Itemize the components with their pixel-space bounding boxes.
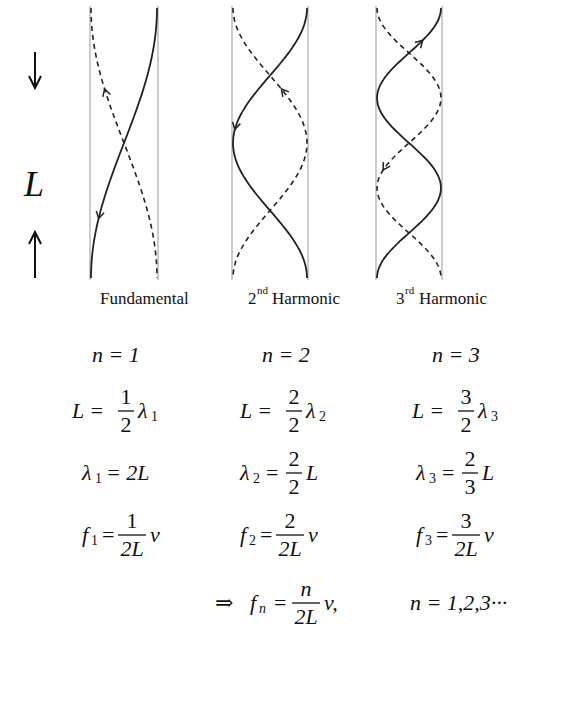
equation-term: λ — [478, 400, 488, 422]
subscript: 2 — [319, 410, 326, 424]
equation-term: L = — [412, 400, 444, 422]
equation-term: = — [274, 592, 286, 614]
equation-term: = — [102, 524, 114, 546]
equation-term: f — [416, 524, 422, 546]
equation-term: λ — [306, 400, 316, 422]
equation-term: v — [150, 524, 160, 546]
equation-term: = — [266, 462, 278, 484]
fraction-bar — [292, 602, 320, 603]
subscript: 3 — [425, 534, 432, 548]
fraction-bar — [118, 410, 134, 411]
subscript: 3 — [491, 410, 498, 424]
tube-wall — [158, 6, 159, 280]
fraction-denominator: 2 — [461, 414, 472, 436]
harmonic-number: n = 3 — [432, 344, 480, 366]
fraction-bar — [276, 534, 304, 535]
fraction-bar — [452, 534, 480, 535]
wave-curve — [233, 8, 307, 278]
equation-term: f — [82, 524, 88, 546]
fraction-denominator: 2 — [121, 414, 132, 436]
equation-term: = — [436, 524, 448, 546]
panel-caption: Harmonic — [419, 290, 487, 307]
ordinal-suffix: nd — [257, 285, 268, 296]
fraction-denominator: 2L — [278, 538, 301, 560]
fraction-numerator: 2 — [289, 386, 300, 408]
wave-curve — [91, 8, 157, 278]
motion-arrow — [383, 162, 390, 170]
fraction-numerator: 2 — [285, 510, 296, 532]
fraction-numerator: n — [301, 578, 312, 600]
wave-curve-dashed — [377, 8, 441, 278]
fraction-bar — [118, 534, 146, 535]
panel-caption: Fundamental — [100, 290, 189, 307]
panel-caption: 2 — [248, 290, 257, 307]
equation-term: λ — [82, 462, 92, 484]
equation-term: v, — [324, 592, 338, 614]
equation-term: = 2L — [106, 462, 150, 484]
fraction-denominator: 2L — [454, 538, 477, 560]
equation-term: v — [484, 524, 494, 546]
length-label: L — [24, 166, 44, 202]
fraction-denominator: 2 — [289, 476, 300, 498]
equation-term: λ — [138, 400, 148, 422]
motion-arrow — [281, 89, 289, 97]
equation-term: f — [250, 592, 256, 614]
motion-arrow — [415, 40, 423, 48]
equation-term: = — [442, 462, 454, 484]
arrow-head — [29, 232, 41, 244]
tube-wall — [442, 6, 443, 280]
subscript: n — [259, 602, 266, 616]
motion-arrow — [233, 122, 241, 130]
arrow-head — [29, 76, 41, 88]
equation-term: L — [306, 462, 318, 484]
fraction-denominator: 2 — [289, 414, 300, 436]
fraction-numerator: 2 — [465, 448, 476, 470]
panel-caption: Harmonic — [272, 290, 340, 307]
subscript: 1 — [151, 410, 158, 424]
implies-symbol: ⇒ — [215, 592, 233, 614]
fraction-bar — [286, 410, 302, 411]
wave-curve — [377, 8, 441, 278]
fraction-bar — [458, 410, 474, 411]
length-arrow — [34, 52, 36, 86]
fraction-denominator: 3 — [465, 476, 476, 498]
equation-term: L = — [72, 400, 104, 422]
subscript: 2 — [249, 534, 256, 548]
subscript: 2 — [253, 472, 260, 486]
fraction-numerator: 3 — [461, 386, 472, 408]
equation-term: n = 1,2,3··· — [410, 592, 507, 614]
equation-term: λ — [240, 462, 250, 484]
fraction-numerator: 2 — [289, 448, 300, 470]
equation-term: v — [308, 524, 318, 546]
harmonic-number: n = 1 — [92, 344, 140, 366]
equation-term: L = — [240, 400, 272, 422]
subscript: 1 — [91, 534, 98, 548]
equation-term: L — [482, 462, 494, 484]
subscript: 1 — [95, 472, 102, 486]
tube-wall — [376, 6, 377, 280]
fraction-bar — [286, 472, 302, 473]
fraction-numerator: 1 — [121, 386, 132, 408]
ordinal-suffix: rd — [405, 285, 414, 296]
motion-arrow — [96, 211, 104, 219]
fraction-bar — [462, 472, 478, 473]
panel-caption: 3 — [396, 290, 405, 307]
equation-term: f — [240, 524, 246, 546]
fraction-numerator: 3 — [461, 510, 472, 532]
motion-arrow — [103, 89, 111, 97]
equation-term: λ — [416, 462, 426, 484]
harmonic-number: n = 2 — [262, 344, 310, 366]
equation-term: = — [260, 524, 272, 546]
wave-curve-dashed — [91, 8, 157, 278]
wave-curve-dashed — [233, 8, 307, 278]
fraction-denominator: 2L — [294, 606, 317, 628]
fraction-denominator: 2L — [120, 538, 143, 560]
tube-wall — [90, 6, 91, 280]
length-arrow — [34, 234, 36, 278]
subscript: 3 — [429, 472, 436, 486]
fraction-numerator: 1 — [127, 510, 138, 532]
